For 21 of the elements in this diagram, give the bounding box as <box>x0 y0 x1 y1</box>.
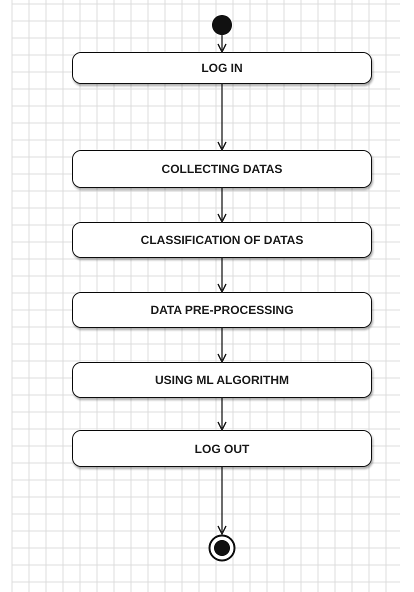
arrow <box>217 35 227 53</box>
arrow <box>217 467 227 535</box>
final-state-circle <box>208 534 236 562</box>
state-label: CLASSIFICATION OF DATAS <box>140 233 304 247</box>
arrow <box>217 188 227 223</box>
state-box <box>72 430 372 467</box>
state-box <box>72 150 372 188</box>
state-label: LOG OUT <box>194 442 250 456</box>
arrow <box>217 398 227 431</box>
state-label: COLLECTING DATAS <box>162 162 282 176</box>
arrow <box>217 84 227 151</box>
state-box <box>72 362 372 398</box>
state-box <box>72 222 372 258</box>
initial-state-circle <box>212 15 232 35</box>
state-label: USING ML ALGORITHM <box>155 373 289 387</box>
arrow <box>217 258 227 293</box>
arrow <box>217 328 227 363</box>
state-label: LOG IN <box>201 61 243 75</box>
state-box <box>72 52 372 84</box>
state-label: DATA PRE-PROCESSING <box>150 303 294 317</box>
state-box <box>72 292 372 328</box>
